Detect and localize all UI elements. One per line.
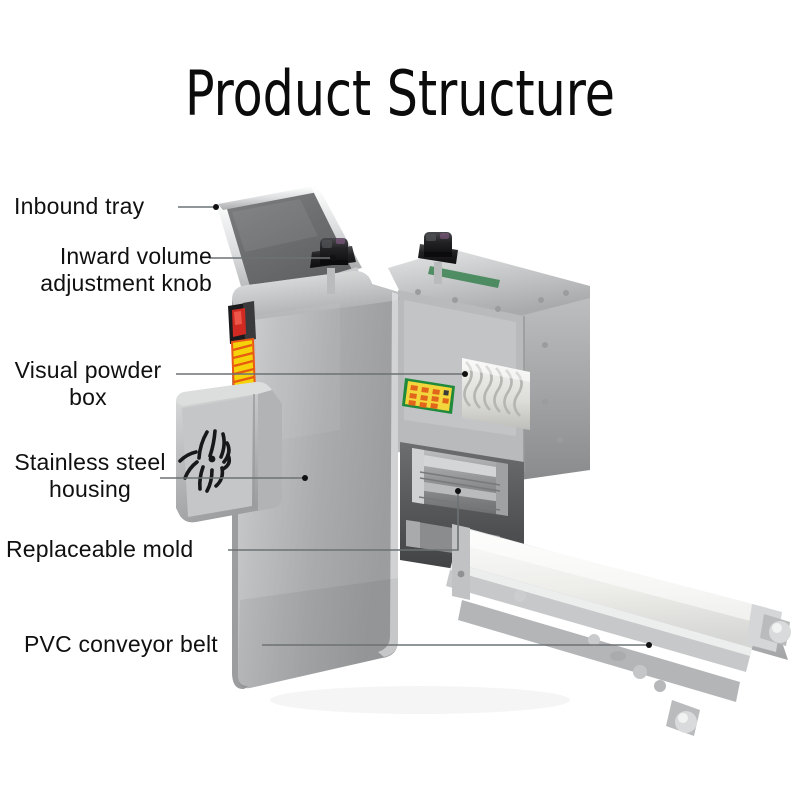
part-motor-housing [176,381,282,523]
callout-label-replaceable-mold: Replaceable mold [6,536,194,562]
callout-label-visual-powder-box: Visual powder box [14,357,162,410]
callout-label-inbound-tray: Inbound tray [14,193,145,219]
callout-label-inward-volume-adjustment-knob: Inward volume adjustment knob [40,243,212,296]
part-power-switch[interactable] [228,301,256,344]
part-belt-tensioner [760,614,791,646]
part-belt-tensioner [666,700,700,736]
callout-label-stainless-steel-housing: Stainless steel housing [14,449,166,502]
part-adjustment-knob-rear[interactable] [418,232,458,284]
part-spiral-roller [462,358,530,430]
part-warning-label [402,378,455,414]
callout-label-pvc-conveyor-belt: PVC conveyor belt [24,631,218,657]
part-conveyor-belt [446,524,791,736]
page-title: Product Structure [185,57,615,130]
